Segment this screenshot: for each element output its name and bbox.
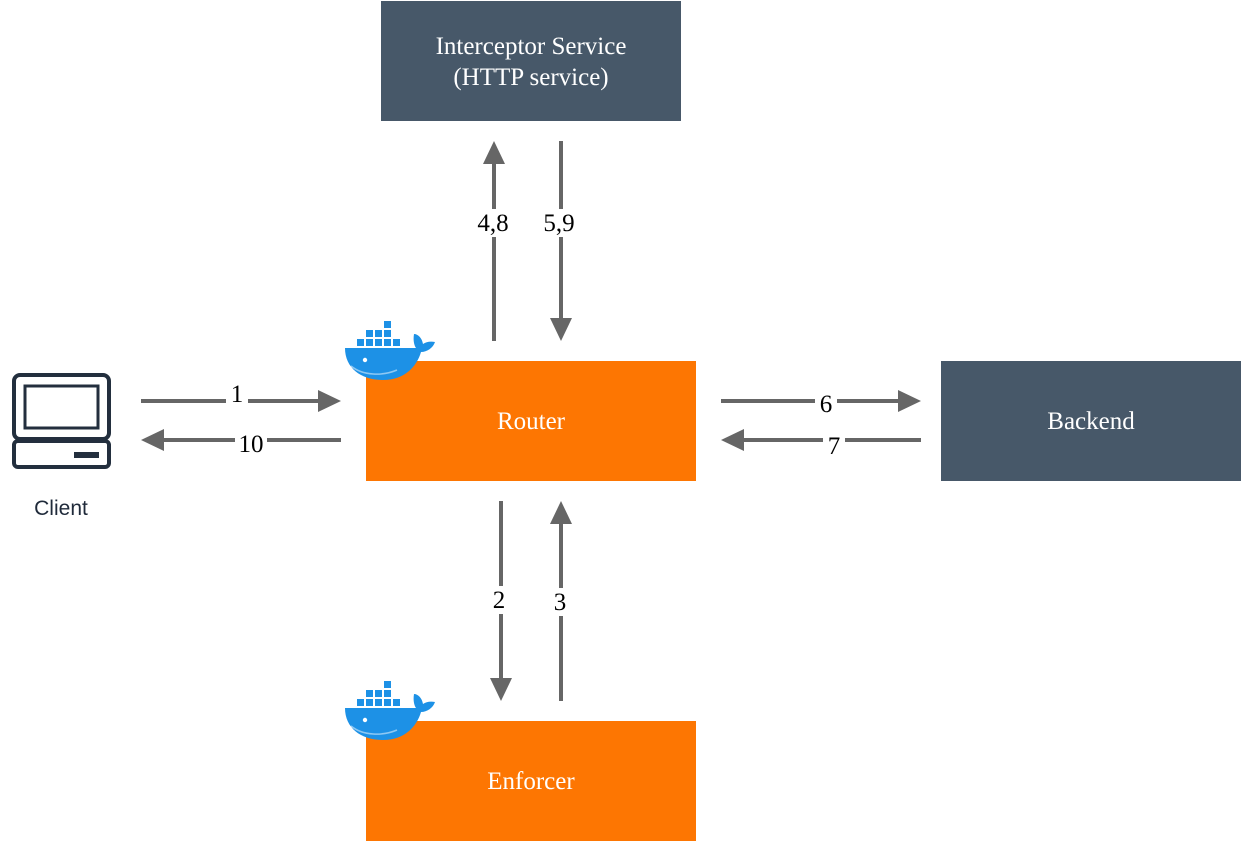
router-node: Router: [366, 361, 696, 481]
edge-router-to-client: 10: [141, 428, 341, 458]
edge-client-to-router: 1: [141, 381, 341, 412]
edge-label-5-9: 5,9: [543, 210, 574, 237]
edge-router-to-interceptor: 4,8: [472, 141, 516, 341]
edge-backend-to-router: 7: [721, 429, 921, 460]
client-computer-icon: [12, 373, 111, 469]
edge-label-1: 1: [231, 381, 244, 408]
edge-label-3: 3: [554, 589, 567, 616]
client-label: Client: [34, 497, 88, 520]
edge-label-4-8: 4,8: [477, 210, 508, 237]
interceptor-service-node: Interceptor Service (HTTP service): [381, 1, 681, 121]
edge-label-6: 6: [820, 391, 833, 418]
interceptor-service-sublabel: (HTTP service): [453, 64, 608, 91]
edge-router-to-enforcer: 2: [488, 501, 512, 701]
edge-enforcer-to-router: 3: [549, 501, 573, 701]
edge-label-2: 2: [493, 587, 506, 614]
interceptor-service-label: Interceptor Service: [436, 33, 627, 60]
edge-label-10: 10: [239, 431, 264, 458]
router-label: Router: [497, 408, 566, 435]
enforcer-label: Enforcer: [487, 768, 575, 795]
backend-node: Backend: [941, 361, 1241, 481]
edge-label-7: 7: [828, 433, 841, 460]
enforcer-node: Enforcer: [366, 721, 696, 841]
edge-interceptor-to-router: 5,9: [538, 141, 582, 341]
edge-router-to-backend: 6: [721, 388, 921, 418]
backend-label: Backend: [1047, 408, 1135, 435]
